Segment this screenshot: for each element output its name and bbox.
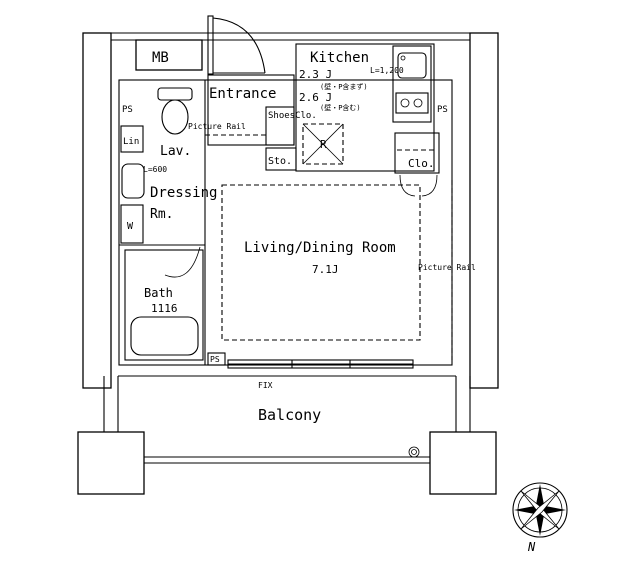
shoes-closet bbox=[265, 106, 295, 146]
kitchen-counter bbox=[392, 45, 432, 123]
ps-label-left: PS bbox=[122, 105, 133, 115]
compass-north-label: N bbox=[527, 540, 536, 554]
living-room-label: Living/Dining Room bbox=[244, 240, 396, 256]
linen-cupboard bbox=[120, 125, 144, 153]
balcony-label: Balcony bbox=[258, 406, 321, 424]
picture-rail-label-living: Picture Rail bbox=[418, 263, 476, 272]
kitchen-counter-label: L=1,200 bbox=[370, 66, 404, 75]
kitchen-area-1-note: (壁・P含まず) bbox=[320, 82, 368, 91]
entrance-door-swing bbox=[212, 17, 266, 74]
kitchen-area-1: 2.3 J bbox=[299, 68, 332, 81]
shoes-closet-label: ShoesClo. bbox=[268, 111, 317, 121]
kitchen-label: Kitchen bbox=[310, 50, 369, 66]
lavatory-size-label: L=600 bbox=[143, 165, 167, 174]
fix-window-label: FIX bbox=[258, 381, 273, 390]
closet-door-swing-right bbox=[421, 174, 438, 197]
closet bbox=[394, 132, 440, 174]
dressing-label: Dressing bbox=[150, 185, 217, 201]
bath-door-swing bbox=[164, 246, 201, 278]
living-room-rug-outline bbox=[221, 184, 421, 341]
kitchen-area-2-note: (壁・P含む) bbox=[320, 103, 361, 112]
washer-label: W bbox=[127, 221, 134, 232]
bath-size-label: 1116 bbox=[151, 302, 178, 315]
entrance-label: Entrance bbox=[209, 86, 276, 102]
balcony-left-pillar bbox=[77, 431, 145, 495]
refrigerator-space bbox=[302, 123, 344, 165]
dressing-label-2: Rm. bbox=[150, 207, 173, 222]
living-room-area: 7.1J bbox=[312, 263, 339, 276]
washbasin-icon bbox=[121, 163, 145, 199]
storage-label: Sto. bbox=[268, 156, 292, 167]
right-exterior-wall bbox=[469, 32, 499, 389]
kitchen-area-2: 2.6 J bbox=[299, 91, 332, 104]
washing-machine-space bbox=[120, 204, 144, 244]
mb-box bbox=[135, 39, 203, 71]
toilet-bowl-icon bbox=[161, 99, 189, 135]
picture-rail-label-entrance: Picture Rail bbox=[188, 122, 246, 131]
storage bbox=[265, 147, 297, 171]
ps-label-right: PS bbox=[437, 105, 448, 115]
left-exterior-wall bbox=[82, 32, 112, 389]
ps-label-bottom: PS bbox=[210, 355, 220, 364]
entrance-door-frame bbox=[207, 15, 214, 75]
bath-label: Bath bbox=[144, 286, 173, 300]
bath-area bbox=[124, 249, 204, 361]
toilet-tank-icon bbox=[157, 87, 193, 101]
closet-label: Clo. bbox=[408, 157, 435, 170]
compass-icon bbox=[512, 482, 568, 538]
interior-outline bbox=[118, 79, 453, 366]
balcony-drain bbox=[408, 446, 420, 458]
balcony-right-pillar bbox=[429, 431, 497, 495]
lavatory-label: Lav. bbox=[160, 144, 191, 159]
mb-label: MB bbox=[152, 50, 169, 66]
fridge-label: R bbox=[320, 138, 327, 151]
stove-icon bbox=[395, 92, 429, 114]
kitchen-area bbox=[295, 43, 435, 172]
bathtub-icon bbox=[130, 316, 199, 356]
closet-door-swing-left bbox=[399, 174, 416, 197]
sink-icon bbox=[397, 52, 427, 79]
linen-label: Lin bbox=[123, 137, 139, 147]
